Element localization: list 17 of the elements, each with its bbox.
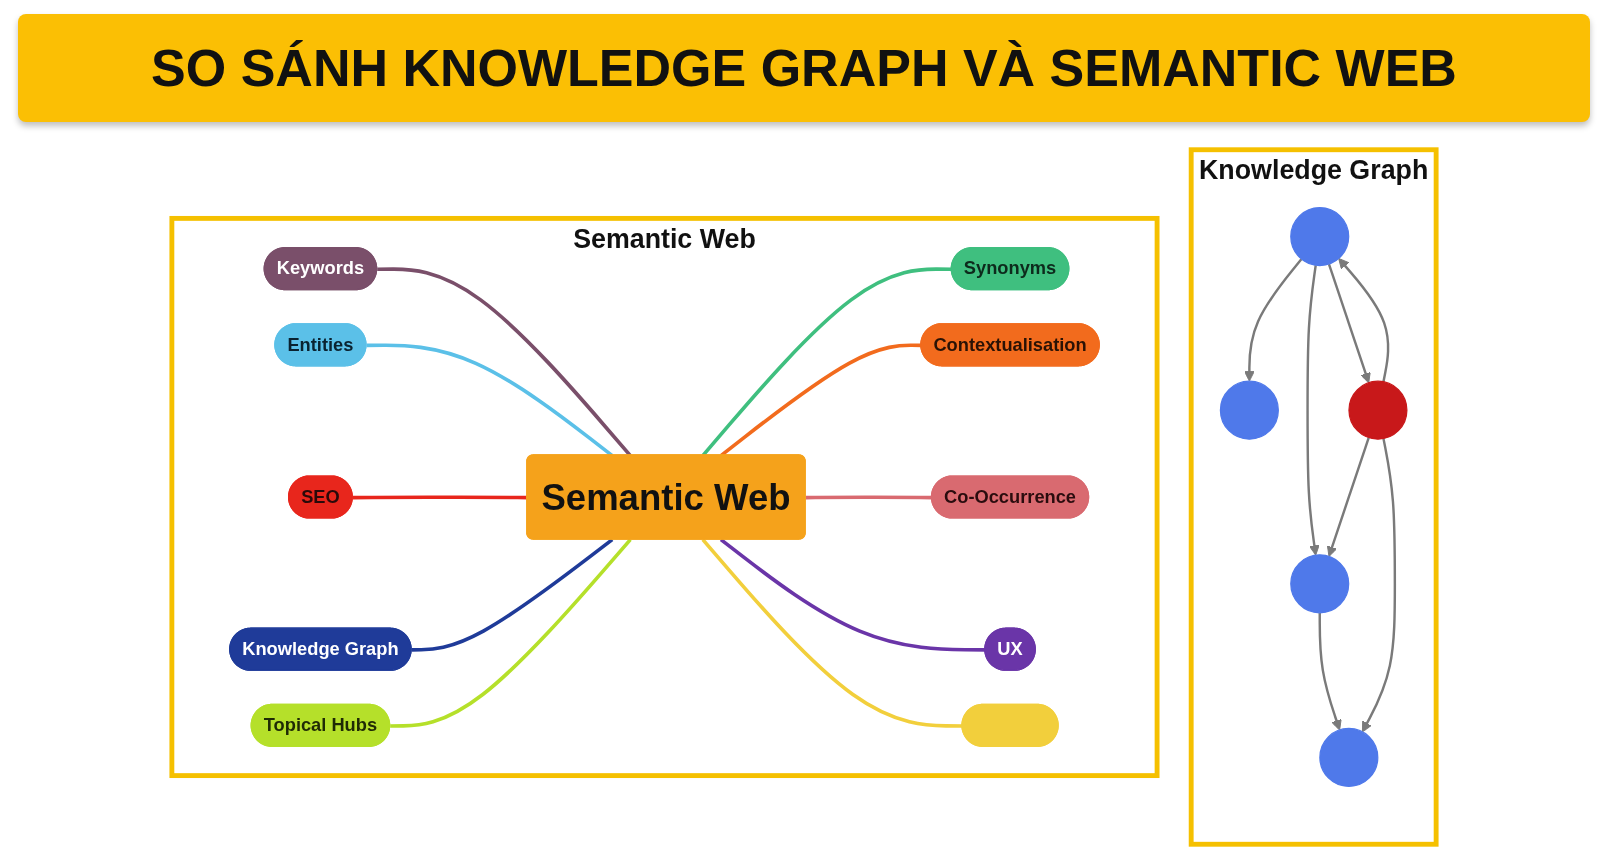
arrow bbox=[1318, 612, 1342, 731]
node-circle bbox=[1290, 554, 1350, 614]
arrow bbox=[1327, 263, 1371, 384]
arrow bbox=[1338, 257, 1390, 382]
arrow bbox=[1244, 258, 1303, 382]
title-banner: SO SÁNH KNOWLEDGE GRAPH VÀ SEMANTIC WEB bbox=[18, 14, 1590, 122]
cluster: Knowledge Graph bbox=[1188, 147, 1439, 847]
connector bbox=[390, 538, 632, 728]
node-circle bbox=[1319, 727, 1379, 787]
connector bbox=[701, 538, 963, 728]
arrow bbox=[1306, 265, 1320, 556]
connector bbox=[411, 538, 614, 652]
node-circle bbox=[1290, 207, 1350, 267]
arrow bbox=[1326, 437, 1370, 557]
arrow bbox=[1361, 438, 1397, 733]
node-circle bbox=[1348, 380, 1408, 440]
node-circle bbox=[1219, 380, 1279, 440]
